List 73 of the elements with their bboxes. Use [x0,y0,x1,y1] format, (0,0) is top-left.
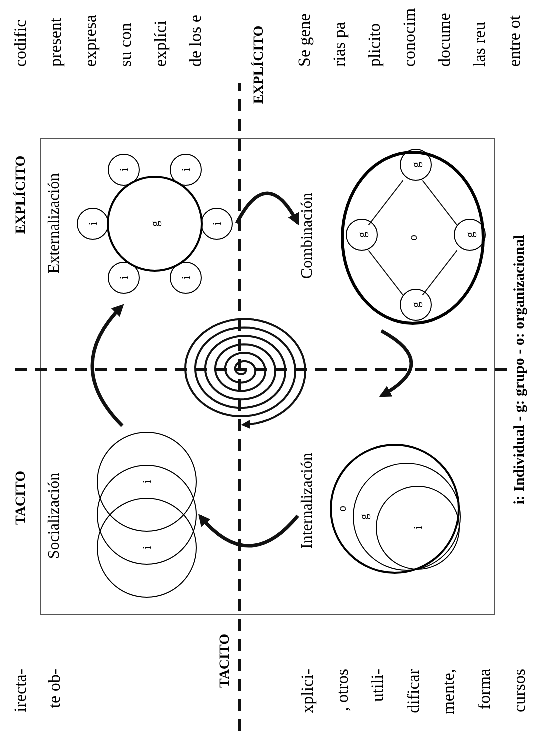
connector-line [368,180,404,226]
body-text: codific [11,20,31,67]
quadrant-title: Internalización [298,453,317,549]
circle-label: i [140,480,154,484]
member-circle [400,289,432,321]
member-circle [353,463,461,571]
circle-label: i [117,168,131,172]
circle-label: g [409,162,423,168]
circle-label: i [140,546,154,550]
body-text: xplici- [298,669,318,714]
circle-label: i [86,222,100,226]
member-circle [454,219,486,251]
member-circle [346,219,378,251]
quadrant-title: Externalización [45,173,64,274]
axis-label: TACITO [14,471,30,525]
circle-label: i [210,222,224,226]
member-circle [400,149,432,181]
member-circle [108,262,140,294]
member-circle [170,154,202,186]
member-circle [376,486,460,570]
axis-label: EXPLÍCITO [14,156,30,234]
connector-line [368,250,404,296]
member-circle [107,176,203,272]
body-text: las reu [470,22,490,67]
body-text: su con [116,23,136,67]
body-text: de los e [186,15,206,67]
circle-label: i [411,526,425,530]
connector-line [422,180,458,226]
circle-label: o [335,506,349,512]
circle-label: i [117,276,131,280]
circle-label: g [355,232,369,238]
circle-label: g [357,514,371,520]
circle-label: g [148,221,162,227]
member-circle [330,444,460,574]
connector-line [422,250,458,296]
caption: i: Individual - g: grupo - o: organizacional [510,235,529,505]
quadrant-title: Combinación [298,192,317,280]
body-text: entre ot [505,16,525,67]
body-text: utili- [368,669,388,702]
member-circle [97,498,197,598]
body-text: explíci [151,20,171,67]
axis-label: TACITO [218,634,234,688]
member-circle [201,208,233,240]
member-circle [77,208,109,240]
circle-label: g [463,232,477,238]
body-text: rias pa [330,22,350,67]
body-text: plicito [365,24,385,67]
body-text: conocim [400,8,420,67]
body-text: dificar [404,669,424,714]
body-text: cursos [510,669,530,712]
circle-label: o [406,235,420,241]
body-text: docume [435,13,455,67]
organization-ellipse [341,151,485,325]
quadrant-title: Socialización [45,472,64,560]
body-text: , otros [333,669,353,712]
body-text: te ob- [45,669,65,708]
member-circle [97,432,197,532]
cycle-arrow [90,304,124,428]
body-text: expresa [81,15,101,67]
body-text: forma [475,669,495,710]
cycle-arrow [379,330,414,398]
body-text: present [46,18,66,67]
circle-label: g [409,302,423,308]
cycle-arrow [198,514,300,548]
cycle-arrow [235,192,300,226]
body-text: Se gene [295,14,315,67]
circle-label: i [179,276,193,280]
circle-label: i [179,168,193,172]
body-text: mente, [439,669,459,715]
member-circle [108,154,140,186]
body-text: irecta- [11,669,31,712]
member-circle [170,262,202,294]
axis-label: EXPLÍCITO [252,26,268,104]
